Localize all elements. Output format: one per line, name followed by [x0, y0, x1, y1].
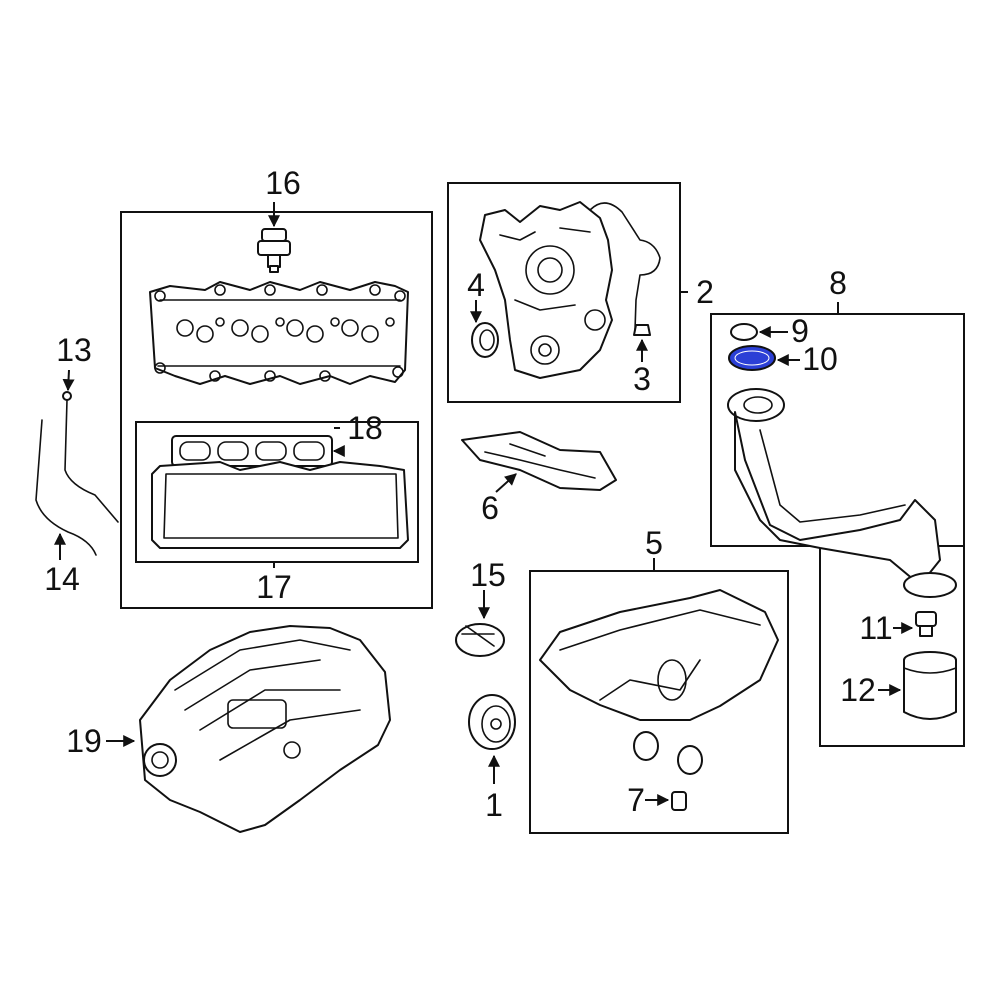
part-9-o-ring[interactable]: [730, 323, 758, 341]
part-16-sensor[interactable]: [257, 228, 291, 273]
callout-2: 2: [696, 274, 714, 310]
oil-pan-group-frame: [529, 570, 789, 834]
callout-14: 14: [44, 561, 80, 597]
callout-19: 19: [66, 723, 102, 759]
callout-15: 15: [470, 557, 506, 593]
callout-6: 6: [481, 490, 499, 526]
callout-1: 1: [485, 787, 503, 823]
callout-11: 11: [859, 610, 892, 646]
leader-13: [62, 369, 75, 392]
part-11-filter-adapter[interactable]: [915, 611, 937, 637]
leader-6: [495, 473, 517, 493]
oil-pan-bushings[interactable]: [633, 731, 703, 775]
callout-9: 9: [791, 313, 809, 349]
part-8-oil-pickup-tube[interactable]: [727, 388, 957, 598]
valve-cover[interactable]: [149, 281, 409, 385]
callout-7: 7: [627, 782, 645, 818]
part-18-tube-seals[interactable]: [171, 435, 333, 467]
callout-13: 13: [56, 332, 92, 368]
valve-cover-group-frame: [120, 211, 433, 609]
callout-8: 8: [829, 265, 847, 301]
callout-18: 18: [347, 410, 383, 446]
callout-3: 3: [633, 361, 651, 397]
part-14-dipstick-tube[interactable]: [35, 419, 97, 556]
part-5-oil-pan[interactable]: [539, 589, 779, 721]
part-6-windage-tray[interactable]: [461, 431, 617, 491]
part-10-gasket-highlighted[interactable]: [728, 345, 776, 371]
gasket-subgroup-frame: [135, 421, 419, 563]
part-13-dipstick[interactable]: [62, 391, 119, 523]
callout-4: 4: [467, 267, 485, 303]
part-19-intake-manifold[interactable]: [139, 625, 391, 833]
part-4-crankshaft-seal[interactable]: [471, 322, 499, 358]
part-15-oil-filler-cap[interactable]: [455, 623, 505, 657]
part-1-harmonic-balancer[interactable]: [468, 694, 516, 750]
callout-16: 16: [265, 165, 301, 201]
part-2-timing-cover-gasket[interactable]: [589, 202, 661, 331]
callout-17: 17: [256, 569, 292, 605]
callout-5: 5: [645, 525, 663, 561]
part-12-oil-filter[interactable]: [903, 651, 957, 720]
callout-12: 12: [840, 672, 876, 708]
part-7-drain-plug[interactable]: [671, 791, 687, 811]
part-17-valve-cover-gasket[interactable]: [151, 461, 409, 549]
part-3-gasket-seal[interactable]: [633, 324, 651, 336]
callout-10: 10: [802, 341, 838, 377]
part-2-timing-cover[interactable]: [479, 201, 613, 379]
